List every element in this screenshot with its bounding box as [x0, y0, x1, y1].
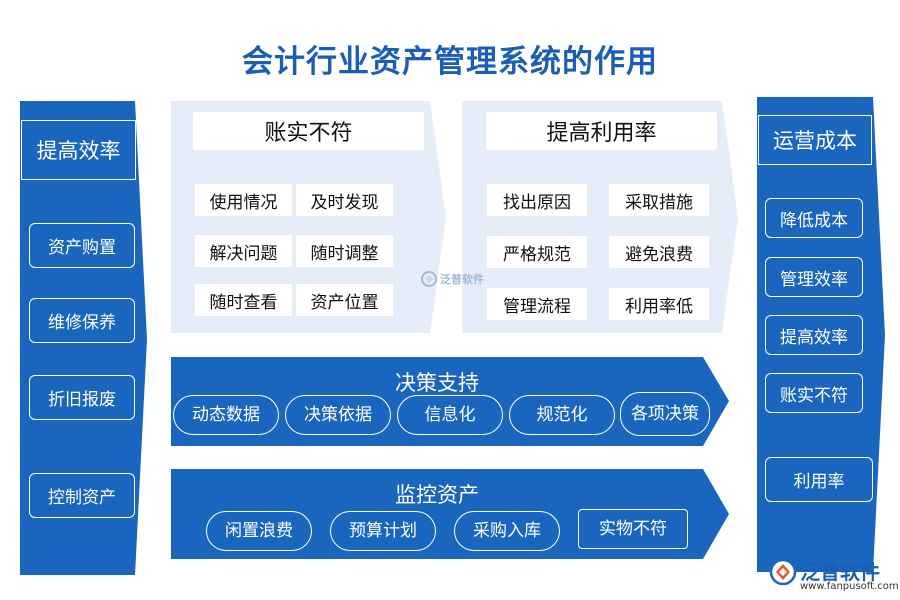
band2-pill: 预算计划	[330, 511, 436, 551]
panel1-cell: 解决问题	[195, 235, 292, 267]
panel1-cell: 资产位置	[296, 284, 393, 316]
panel2-cell: 采取措施	[609, 184, 709, 216]
watermark: 泛普软件	[421, 268, 501, 290]
panel2-cell: 严格规范	[487, 236, 587, 268]
panel1-chevron	[171, 101, 446, 333]
band1-pill: 决策依据	[285, 395, 391, 435]
watermark-brand: 泛普软件	[440, 273, 484, 286]
band1-pill: 各项决策	[620, 392, 710, 436]
band2-pill: 采购入库	[454, 511, 560, 551]
right-item: 利用率	[765, 457, 873, 502]
right-item: 提高效率	[765, 315, 863, 355]
left-item-depreciation: 折旧报废	[29, 375, 135, 420]
logo-url-text: www.fanpusoft.com	[800, 581, 899, 592]
panel2-cell: 利用率低	[609, 288, 709, 320]
left-item-maintenance: 维修保养	[29, 298, 135, 343]
band2-pill: 实物不符	[578, 509, 688, 549]
panel2-cell: 找出原因	[487, 184, 587, 216]
panel1-cell: 及时发现	[296, 184, 393, 216]
logo-brand-text: 泛普软件	[800, 560, 880, 584]
fanpu-logo-icon	[769, 558, 797, 586]
band1-arrow	[171, 357, 729, 446]
left-header: 提高效率	[21, 120, 136, 180]
band2-title: 监控资产	[395, 483, 479, 507]
left-item-asset-purchase: 资产购置	[29, 223, 135, 268]
band1-pill: 规范化	[509, 395, 615, 435]
right-item: 账实不符	[765, 373, 863, 413]
company-logo: 泛普软件 www.fanpusoft.com	[764, 553, 899, 597]
panel1-cell: 使用情况	[195, 184, 292, 216]
watermark-logo-icon	[421, 271, 437, 287]
page-title: 会计行业资产管理系统的作用	[242, 44, 658, 80]
panel2-header: 提高利用率	[486, 112, 717, 150]
right-item: 降低成本	[765, 198, 863, 238]
right-header: 运营成本	[758, 115, 872, 165]
right-column-arrow	[757, 97, 885, 572]
panel1-cell: 随时查看	[195, 284, 292, 316]
panel1-header: 账实不符	[193, 112, 424, 150]
band1-pill: 动态数据	[173, 395, 279, 435]
band1-title: 决策支持	[395, 371, 479, 395]
band2-pill: 闲置浪费	[206, 511, 312, 551]
panel2-chevron	[462, 101, 738, 333]
left-item-control-assets: 控制资产	[29, 473, 135, 518]
panel2-cell: 管理流程	[487, 288, 587, 320]
panel1-cell: 随时调整	[296, 235, 393, 267]
left-column-arrow	[20, 101, 147, 575]
panel2-cell: 避免浪费	[609, 236, 709, 268]
band1-pill: 信息化	[397, 395, 503, 435]
right-item: 管理效率	[765, 257, 863, 297]
